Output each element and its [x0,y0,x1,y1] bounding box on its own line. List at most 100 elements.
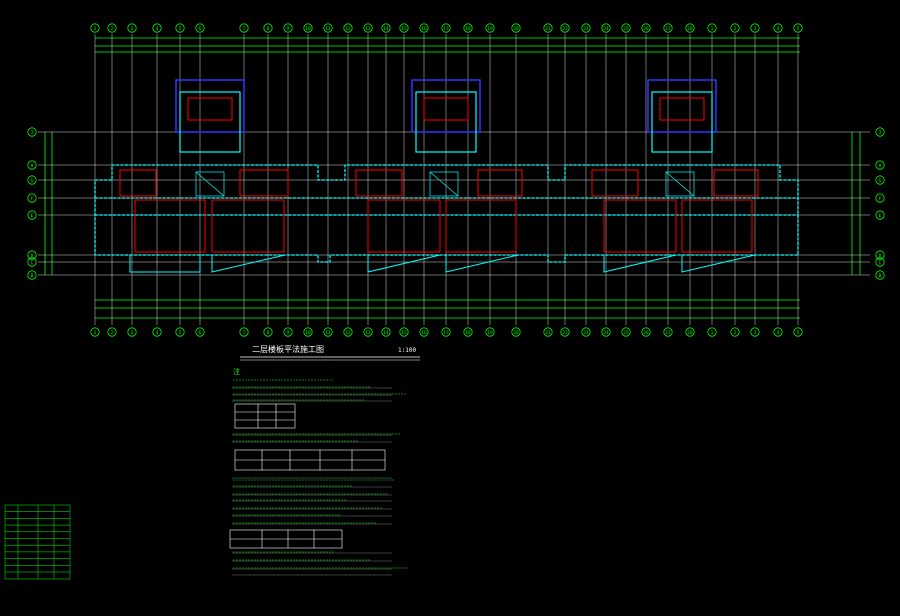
grid-bubble-icon: C [875,257,885,267]
grid-bubble-icon: 3 [127,23,137,33]
grid-bubble-icon: 8 [263,23,273,33]
svg-text:1: 1 [94,330,97,336]
grid-bubble-icon: 9 [283,23,293,33]
svg-text:1: 1 [711,330,714,336]
svg-text:11: 11 [325,26,331,32]
slab-regions [119,169,759,253]
grid-bubble-icon: J [875,127,885,137]
grid-bubble-icon: 5 [793,23,803,33]
svg-text:14: 14 [383,26,389,32]
grid-bubble-icon: E [27,210,37,220]
svg-text:6: 6 [199,330,202,336]
grid-bubble-icon: B [27,270,37,280]
svg-text:28: 28 [687,26,693,32]
grid-bubble-icon: D [875,250,885,260]
grid-bubble-icon: F [875,193,885,203]
grid-bubble-icon: 10 [303,327,313,337]
bottom-dimension-lines [95,299,800,319]
grid-bubble-icon: 27 [663,327,673,337]
grid-bubble-icon: 5 [793,327,803,337]
svg-text:1: 1 [94,26,97,32]
grid-bubble-icon: G [27,175,37,185]
grid-bubble-icon: C [27,257,37,267]
grid-bubble-icon: 11 [323,327,333,337]
grid-bubble-icon: 2 [730,23,740,33]
grid-bubble-icon: 1 [707,23,717,33]
svg-text:8: 8 [267,26,270,32]
svg-text:6: 6 [199,26,202,32]
grid-bubble-icon: E [875,210,885,220]
svg-text:19: 19 [487,330,493,336]
grid-bubble-icon: 19 [485,327,495,337]
notes-text-lines [232,379,408,576]
svg-text:16: 16 [421,330,427,336]
drawing-title-block: 二层楼板平法施工图 1:100 [240,344,420,361]
grid-bubble-icon: 18 [463,23,473,33]
grid-bubble-icon: 22 [560,23,570,33]
svg-text:27: 27 [665,330,671,336]
grid-bubble-icon: 16 [419,23,429,33]
svg-text:J: J [31,130,34,136]
grid-bubbles: 1122334455667788991010111112121313141415… [27,23,885,337]
svg-text:D: D [31,253,34,259]
svg-text:10: 10 [305,26,311,32]
svg-text:5: 5 [797,330,800,336]
svg-text:3: 3 [754,330,757,336]
grid-bubble-icon: 12 [343,23,353,33]
svg-text:25: 25 [623,330,629,336]
svg-text:11: 11 [325,330,331,336]
svg-text:5: 5 [179,330,182,336]
grid-bubble-icon: 10 [303,23,313,33]
grid-bubble-icon: 4 [773,23,783,33]
svg-text:12: 12 [345,26,351,32]
grid-bubble-icon: 25 [621,23,631,33]
grid-bubble-icon: 17 [441,327,451,337]
grid-bubble-icon: H [27,160,37,170]
svg-text:J: J [879,130,882,136]
notes-table-1 [234,403,296,429]
svg-text:24: 24 [603,26,609,32]
stair-core-2 [411,79,481,153]
svg-text:18: 18 [465,330,471,336]
svg-text:H: H [31,163,34,169]
grid-bubble-icon: 1 [90,327,100,337]
svg-text:G: G [879,178,882,184]
svg-text:C: C [879,260,882,266]
grid-bubble-icon: 5 [175,327,185,337]
grid-bubble-icon: 1 [90,23,100,33]
svg-text:7: 7 [243,330,246,336]
building-plan [94,79,799,273]
svg-text:H: H [879,163,882,169]
svg-text:C: C [31,260,34,266]
grid-bubble-icon: 12 [343,327,353,337]
svg-text:4: 4 [777,330,780,336]
grid-bubble-icon: 2 [107,327,117,337]
grid-bubble-icon: 17 [441,23,451,33]
grid-bubble-icon: 20 [511,23,521,33]
svg-text:B: B [31,273,34,279]
stair-core-3 [647,79,717,153]
grid-bubble-icon: 26 [641,23,651,33]
svg-text:2: 2 [111,330,114,336]
grid-bubble-icon: 22 [560,327,570,337]
svg-text:E: E [31,213,34,219]
grid-bubble-icon: H [875,160,885,170]
svg-text:16: 16 [421,26,427,32]
grid-bubble-icon: 3 [750,23,760,33]
svg-text:23: 23 [583,26,589,32]
svg-text:13: 13 [365,330,371,336]
balconies [129,254,756,273]
svg-text:B: B [879,273,882,279]
grid-bubble-icon: 26 [641,327,651,337]
svg-text:F: F [31,196,34,202]
grid-bubble-icon: 6 [195,327,205,337]
notes-section: 注 [229,367,408,576]
notes-table-2 [234,449,386,471]
notes-table-3 [229,529,343,549]
top-dimension-lines [95,37,800,53]
svg-text:15: 15 [401,330,407,336]
grid-bubble-icon: 14 [381,23,391,33]
svg-text:14: 14 [383,330,389,336]
grid-bubble-icon: 11 [323,23,333,33]
